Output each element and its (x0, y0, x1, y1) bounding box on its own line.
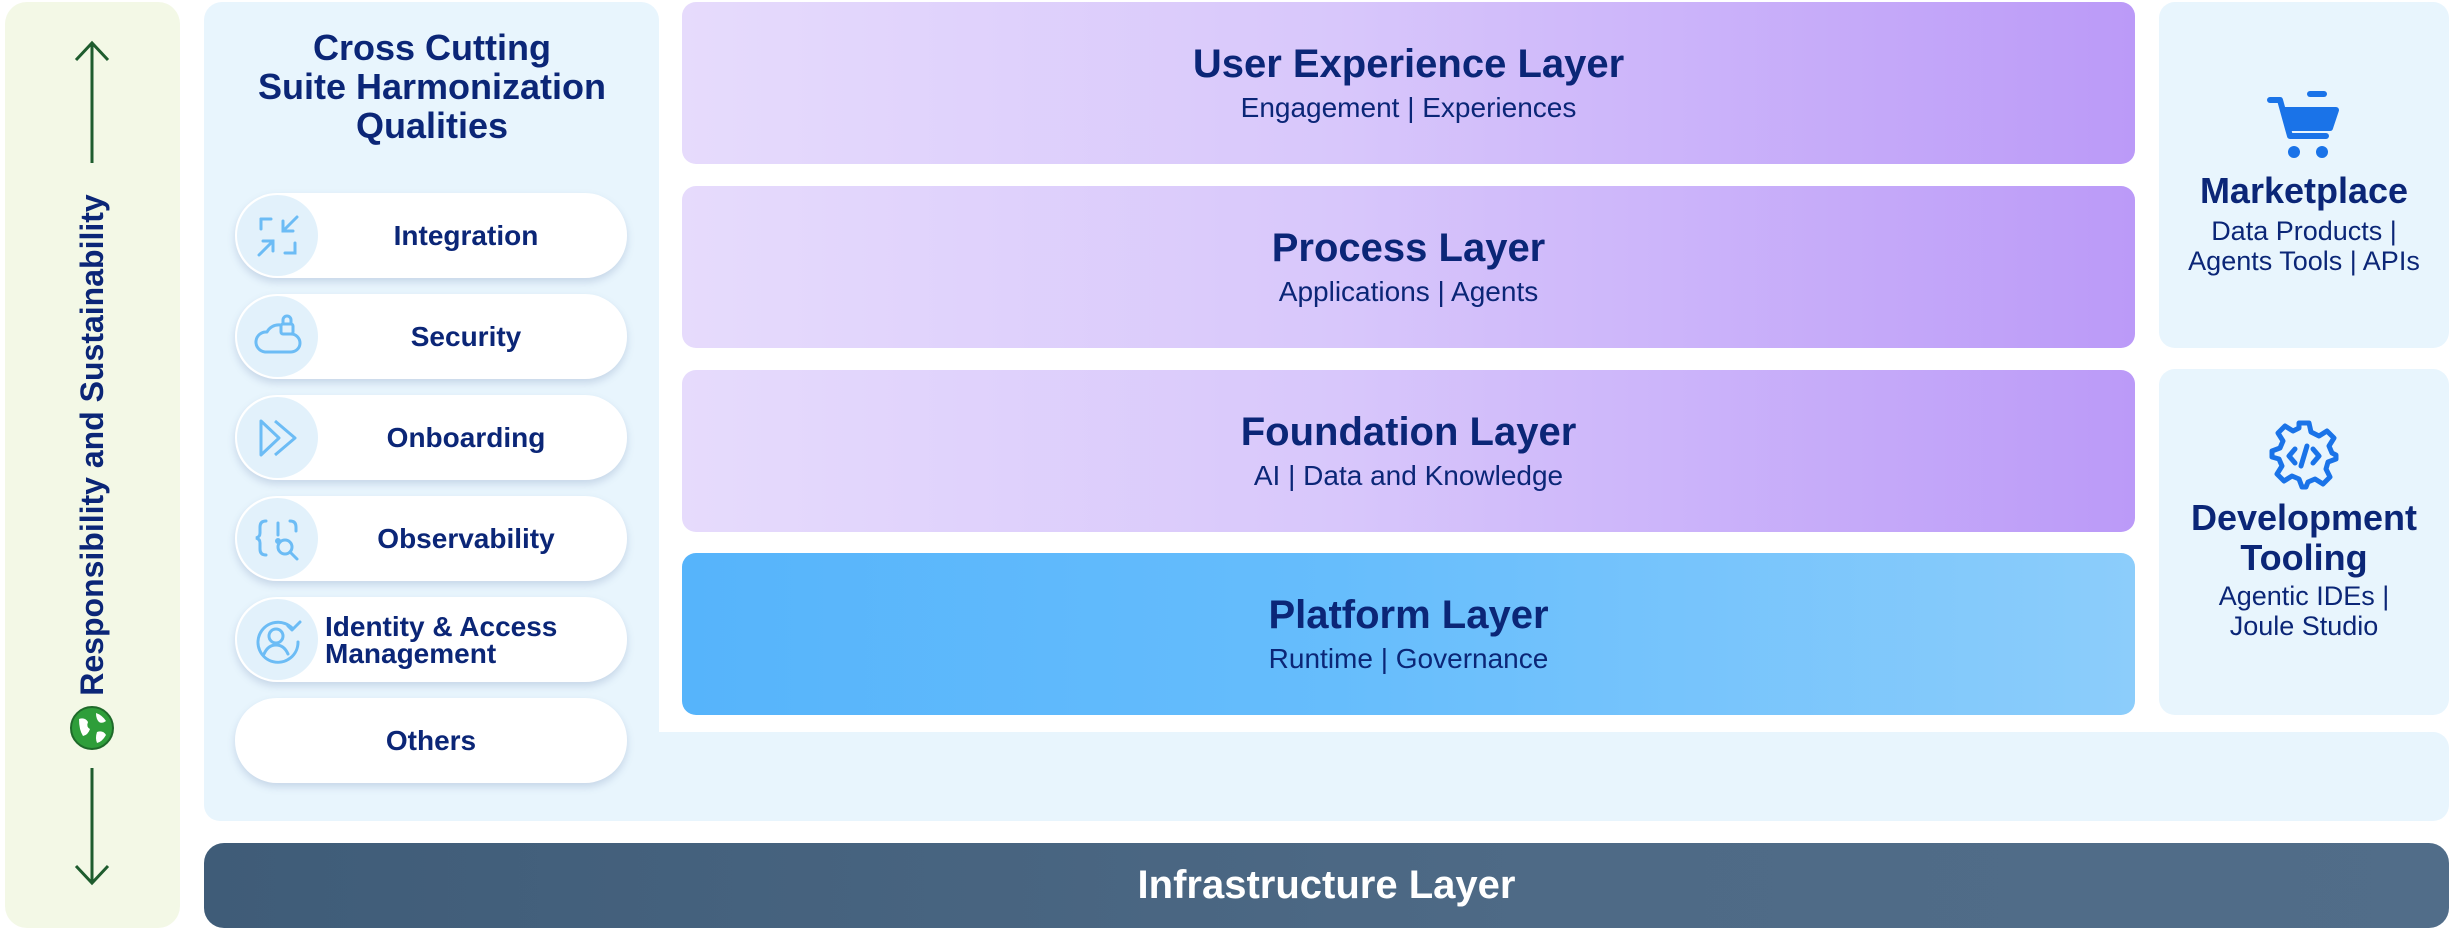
quality-label: Identity & Access Management (320, 597, 612, 682)
collapse-arrows-icon (237, 195, 318, 276)
gear-code-icon (2269, 420, 2339, 490)
cross-cutting-title: Cross Cutting Suite Harmonization Qualit… (212, 28, 652, 145)
quality-label-line: Management (325, 637, 497, 669)
shopping-cart-icon (2267, 91, 2339, 158)
cross-cutting-title-line: Suite Harmonization (257, 66, 607, 107)
quality-integration: Integration (235, 193, 627, 278)
cross-cutting-title-line: Cross Cutting (313, 27, 551, 68)
infrastructure-title: Infrastructure Layer (1137, 863, 1516, 907)
quality-label: Integration (393, 220, 539, 251)
layer-subtitle: Runtime | Governance (1268, 643, 1549, 674)
development-tooling-card: Development Tooling Agentic IDEs | Joule… (2159, 369, 2449, 715)
user-experience-layer: User Experience Layer Engagement | Exper… (682, 2, 2135, 164)
development-tooling-title-line: Tooling (2240, 537, 2368, 578)
layer-title: Foundation Layer (1240, 410, 1577, 454)
layer-subtitle: AI | Data and Knowledge (1253, 460, 1564, 491)
quality-security: Security (235, 294, 627, 379)
quality-others: Others (235, 698, 627, 783)
marketplace-card: Marketplace Data Products | Agents Tools… (2159, 2, 2449, 348)
marketplace-title: Marketplace (2199, 170, 2409, 211)
quality-identity-access: Identity & Access Management (235, 597, 627, 682)
development-tooling-subtitle-line: Agentic IDEs | (2218, 581, 2390, 611)
quality-observability: Observability (235, 496, 627, 581)
development-tooling-subtitle-line: Joule Studio (2229, 611, 2379, 641)
marketplace-subtitle-line: Data Products | (2211, 216, 2397, 246)
quality-label-line: Identity & Access (325, 610, 558, 642)
arrow-up-icon (74, 40, 110, 163)
cloud-lock-icon (237, 296, 318, 377)
quality-label: Others (385, 725, 477, 756)
quality-label: Onboarding (386, 422, 546, 453)
globe-icon (70, 706, 114, 750)
quality-onboarding: Onboarding (235, 395, 627, 480)
arrow-down-icon (74, 768, 110, 886)
infrastructure-layer: Infrastructure Layer (204, 843, 2449, 928)
layer-title: Process Layer (1271, 226, 1546, 270)
double-chevron-right-icon (237, 397, 318, 478)
quality-label: Security (410, 321, 522, 352)
layer-title: Platform Layer (1268, 593, 1549, 637)
foundation-layer: Foundation Layer AI | Data and Knowledge (682, 370, 2135, 532)
platform-layer: Platform Layer Runtime | Governance (682, 553, 2135, 715)
process-layer: Process Layer Applications | Agents (682, 186, 2135, 348)
layer-subtitle: Applications | Agents (1278, 276, 1539, 307)
quality-label: Observability (377, 523, 555, 554)
cross-cutting-title-line: Qualities (355, 105, 509, 146)
sustainability-label: Responsibility and Sustainability (73, 194, 110, 696)
layer-title: User Experience Layer (1192, 42, 1625, 86)
code-search-icon (237, 498, 318, 579)
layer-subtitle: Engagement | Experiences (1240, 92, 1577, 123)
development-tooling-title-line: Development (2190, 497, 2418, 538)
user-check-icon (237, 599, 318, 680)
marketplace-subtitle-line: Agents Tools | APIs (2188, 246, 2420, 276)
